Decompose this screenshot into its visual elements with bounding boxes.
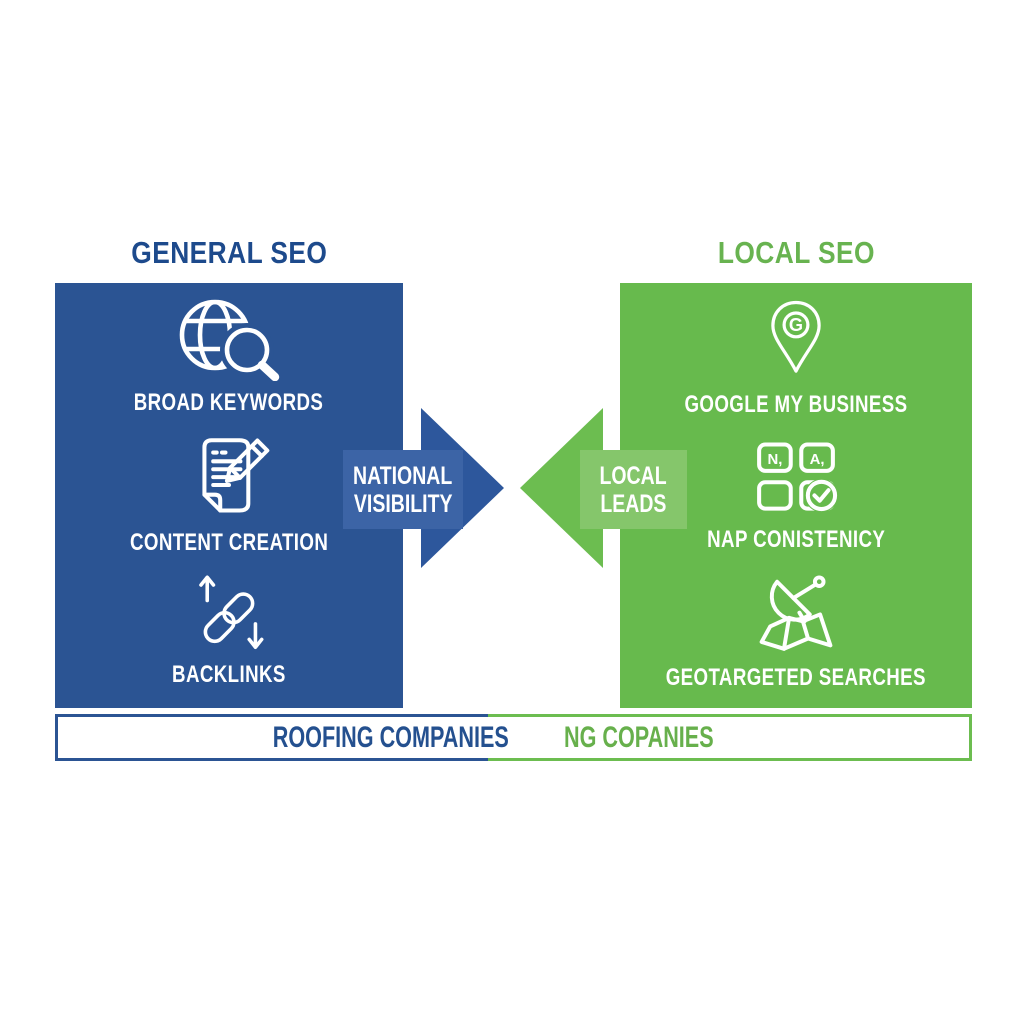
local-leads-line2: LEADS: [600, 489, 667, 518]
local-seo-title-text: LOCAL SEO: [717, 235, 875, 270]
national-visibility-line1: NATIONAL: [353, 461, 453, 490]
local-leads-line1: LOCAL: [599, 461, 668, 490]
local-seo-title: LOCAL SEO: [620, 233, 972, 273]
globe-search-icon: [179, 299, 279, 381]
nap-consistency-icon-wrap: N, A,: [620, 441, 972, 513]
footer-bar-right: NG COPANIES: [488, 714, 972, 761]
general-seo-title: GENERAL SEO: [55, 233, 403, 273]
pin-letter-g: G: [789, 315, 803, 335]
broad-keywords-icon-wrap: [55, 293, 403, 381]
backlinks-icon-wrap: [55, 571, 403, 655]
footer-left-label: ROOFING COMPANIES: [272, 720, 509, 754]
google-map-pin-icon: G: [771, 300, 821, 373]
local-leads-label-box: LOCAL LEADS: [580, 450, 687, 529]
chain-link-arrows-icon: [199, 575, 264, 650]
general-seo-title-text: GENERAL SEO: [130, 235, 328, 270]
national-visibility-line2: VISIBILITY: [353, 489, 453, 518]
broad-keywords-label: BROAD KEYWORDS: [134, 389, 324, 416]
document-pencil-icon: [202, 438, 270, 513]
backlinks-label: BACKLINKS: [172, 661, 286, 688]
google-my-business-icon-wrap: G: [620, 299, 972, 376]
content-creation-icon-wrap: [55, 435, 403, 521]
content-creation-label: CONTENT CREATION: [129, 529, 329, 556]
footer-right-label: NG COPANIES: [564, 720, 714, 754]
grid-letter-a: A,: [810, 451, 825, 468]
satellite-dish-map-icon: [759, 575, 833, 651]
national-visibility-label-box: NATIONAL VISIBILITY: [343, 450, 463, 529]
nap-consistency-label: NAP CONISTENICY: [706, 526, 886, 553]
nap-grid-check-icon: N, A,: [757, 442, 839, 513]
geotargeted-searches-label: GEOTARGETED SEARCHES: [665, 664, 927, 691]
geotargeted-searches-icon-wrap: [620, 573, 972, 661]
google-my-business-label: GOOGLE MY BUSINESS: [684, 391, 908, 418]
footer-bar-left: ROOFING COMPANIES: [55, 714, 509, 761]
grid-letter-n: N,: [767, 451, 782, 468]
